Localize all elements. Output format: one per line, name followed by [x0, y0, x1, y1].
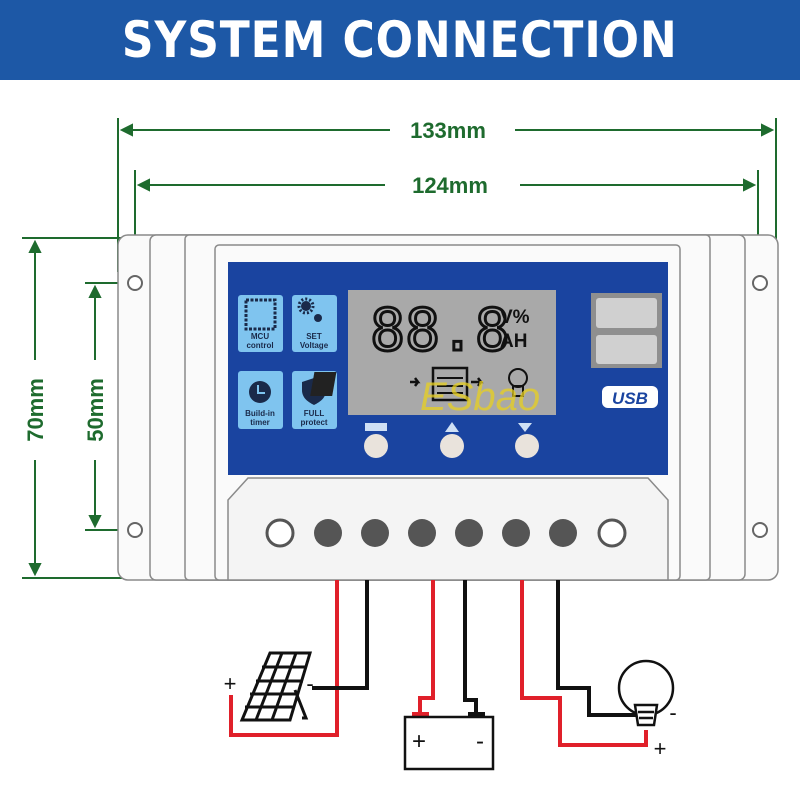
solar-minus-sign: - [306, 671, 313, 696]
terminal-load-minus [549, 519, 577, 547]
terminal-solar-minus [361, 519, 389, 547]
dimension-label-133: 133mm [410, 118, 486, 143]
usb-label: USB [612, 389, 648, 408]
load-plus-sign: + [654, 736, 667, 761]
bulb-icon [508, 368, 528, 397]
dimension-50mm [85, 282, 135, 531]
solar-plus-sign: + [224, 671, 237, 696]
title-banner: SYSTEM CONNECTION [0, 0, 800, 80]
dimension-label-124: 124mm [412, 173, 488, 198]
battery-minus-sign: - [476, 728, 484, 755]
up-plus-icon [445, 422, 459, 432]
feature-label: SET [306, 332, 322, 341]
feature-label: Voltage [300, 341, 329, 350]
light-bulb-icon [617, 659, 675, 727]
battery-icon [431, 366, 469, 402]
lcd-digits: 88.8 [370, 296, 510, 364]
feature-label: control [246, 341, 273, 350]
solar-panel-icon [310, 372, 337, 396]
dimension-label-70: 70mm [23, 378, 48, 442]
battery-negative-wire [463, 580, 478, 712]
lcd-unit-bottom: AH [500, 331, 527, 352]
dimension-70mm [22, 237, 130, 579]
down-button[interactable] [515, 434, 539, 458]
load-positive-wire [520, 580, 648, 747]
feature-mcu-control: MCU control [238, 295, 283, 352]
status-windows [591, 293, 662, 368]
feature-build-in-timer: Build-in timer [238, 371, 283, 429]
feature-set-voltage: SET Voltage [292, 295, 337, 352]
up-button[interactable] [440, 434, 464, 458]
watermark-logo: ESbao [420, 375, 540, 419]
feature-label: MCU [251, 332, 269, 341]
feature-label: timer [250, 418, 270, 427]
feature-label: FULL [304, 409, 325, 418]
feature-label: protect [300, 418, 327, 427]
solar-negative-wire [312, 580, 369, 690]
arrow-icon [410, 377, 421, 387]
battery-plus-sign: + [412, 728, 426, 755]
alarm-clock-icon [249, 381, 271, 403]
menu-button[interactable] [364, 434, 388, 458]
dimension-label-50: 50mm [83, 378, 108, 442]
terminal-dummy [265, 518, 295, 548]
down-minus-icon [518, 423, 532, 432]
terminal-solar-plus [314, 519, 342, 547]
terminal-battery-minus [455, 519, 483, 547]
terminal-block [227, 477, 669, 581]
solar-positive-wire [229, 580, 339, 737]
button-icons [365, 422, 532, 432]
battery-positive-wire [418, 580, 435, 712]
feature-label: Build-in [245, 409, 275, 418]
load-negative-wire [556, 580, 636, 717]
lcd-display: 88.8 V% AH [310, 290, 556, 415]
mounting-holes [127, 275, 768, 538]
page-title: SYSTEM CONNECTION [122, 11, 678, 69]
load-minus-sign: - [669, 700, 676, 725]
terminal-battery-plus [408, 519, 436, 547]
terminal-dummy [597, 518, 627, 548]
arrow-icon [471, 377, 484, 387]
menu-icon [365, 423, 387, 431]
gears-icon [297, 297, 322, 322]
lcd-unit-top: V% [500, 307, 530, 328]
terminals [265, 518, 627, 548]
battery-icon [403, 712, 495, 771]
terminal-load-plus [502, 519, 530, 547]
usb-port-label: USB [602, 386, 658, 408]
dimension-133mm [117, 118, 777, 272]
solar-panel-icon [239, 651, 313, 722]
chip-icon [244, 298, 277, 331]
